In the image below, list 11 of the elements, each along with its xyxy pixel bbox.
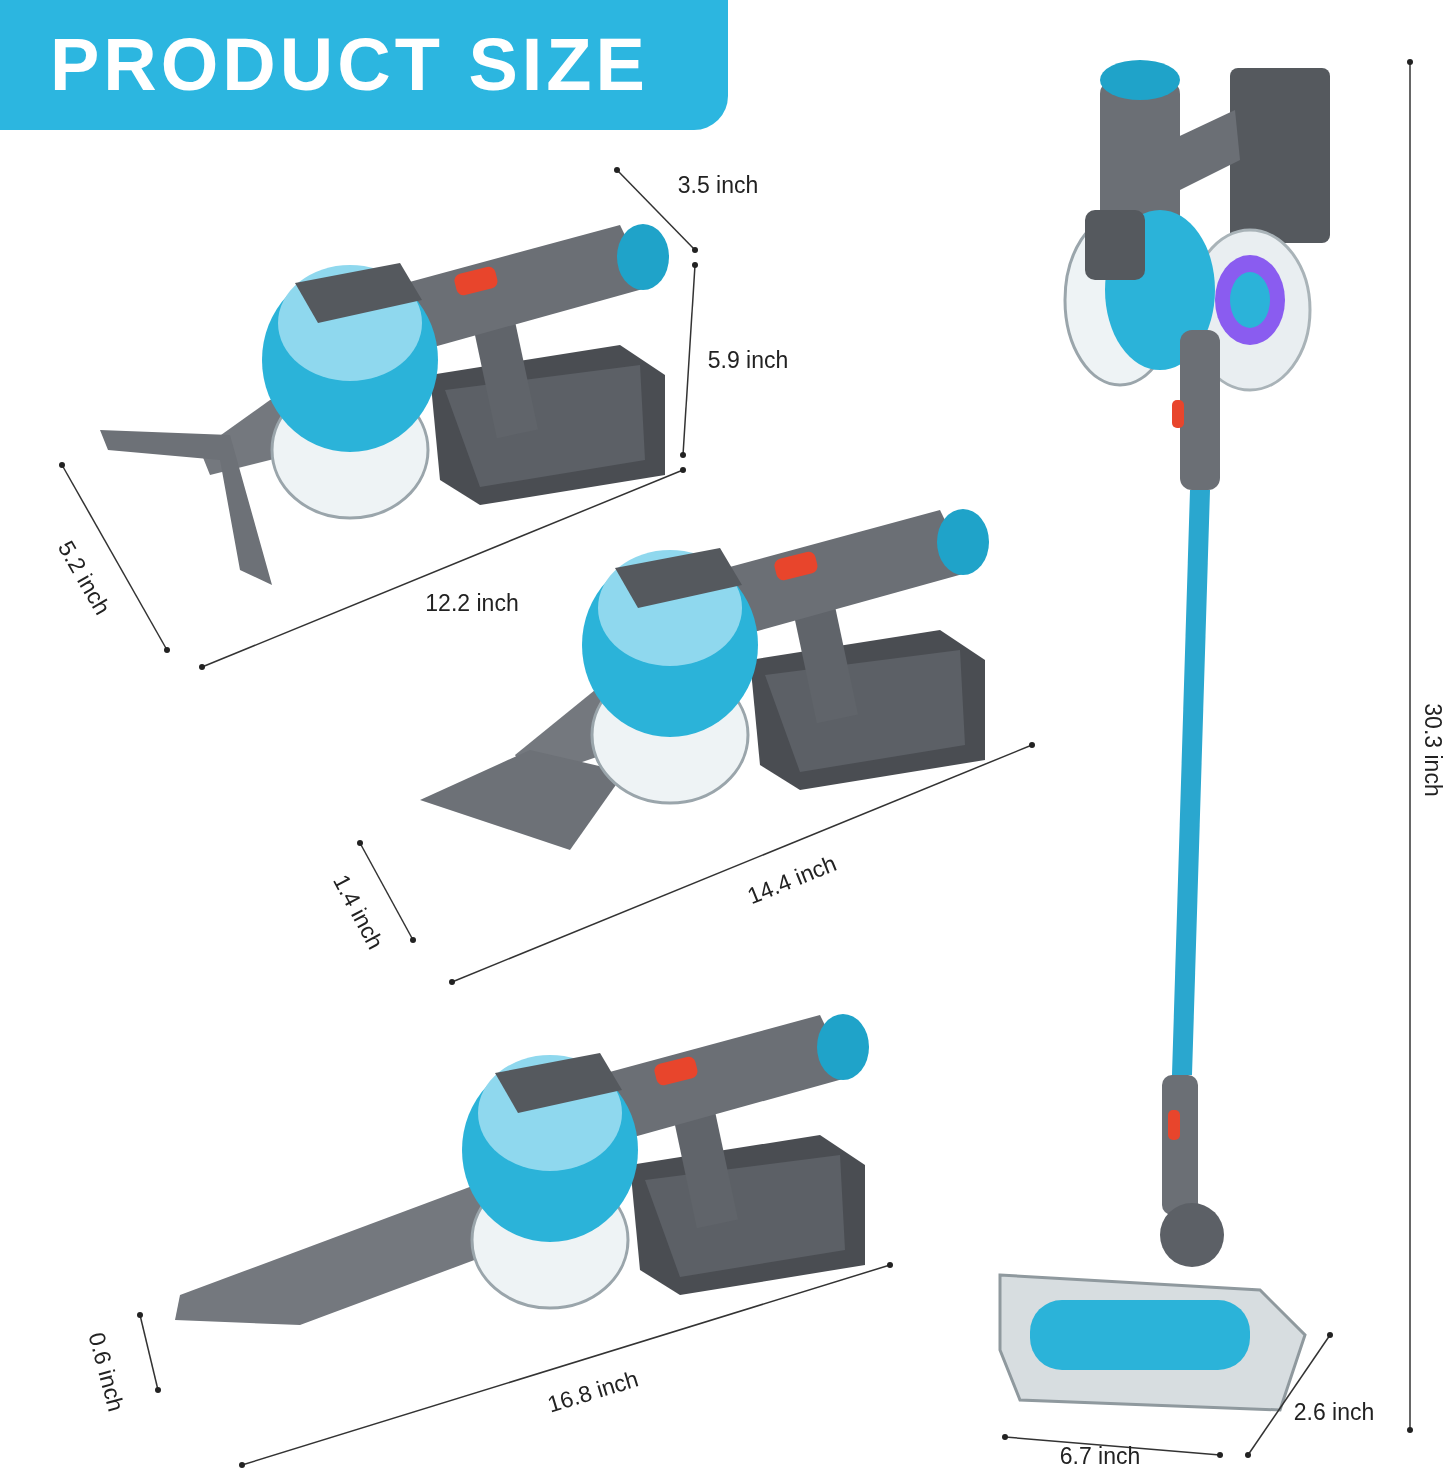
dimension-label: 30.3 inch bbox=[1418, 703, 1445, 797]
dimension-label: 1.4 inch bbox=[327, 870, 389, 954]
dimension-label: 3.5 inch bbox=[677, 171, 759, 199]
dimension-label: 6.7 inch bbox=[1059, 1442, 1141, 1469]
dimension-label: 5.9 inch bbox=[707, 346, 789, 374]
title: PRODUCT SIZE bbox=[50, 22, 649, 107]
dimension-label: 16.8 inch bbox=[544, 1365, 642, 1419]
dimension-label: 2.6 inch bbox=[1293, 1398, 1375, 1426]
dimension-label: 14.4 inch bbox=[743, 850, 841, 910]
dimension-label: 12.2 inch bbox=[425, 589, 519, 617]
dimension-label: 0.6 inch bbox=[82, 1329, 130, 1415]
